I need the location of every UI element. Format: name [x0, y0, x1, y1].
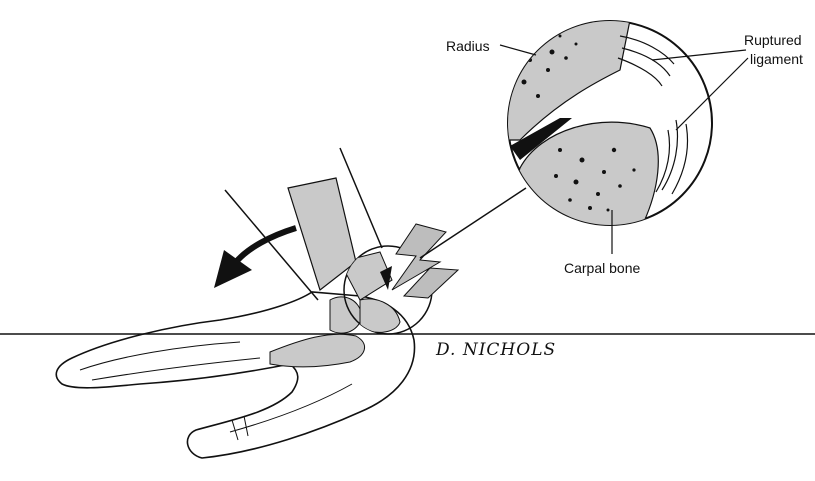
zoom-connector-line [420, 188, 526, 258]
label-carpal-bone: Carpal bone [564, 260, 640, 277]
artist-signature: D. NICHOLS [436, 340, 556, 360]
radius-leader-line [500, 45, 536, 55]
radius-bone-shape [288, 178, 356, 290]
metacarpal-bone-shape [270, 334, 365, 367]
curved-arrow-icon [236, 228, 296, 262]
label-ruptured-line1: Ruptured [744, 32, 802, 49]
label-radius: Radius [446, 38, 490, 55]
label-ruptured-line2: ligament [750, 51, 803, 68]
